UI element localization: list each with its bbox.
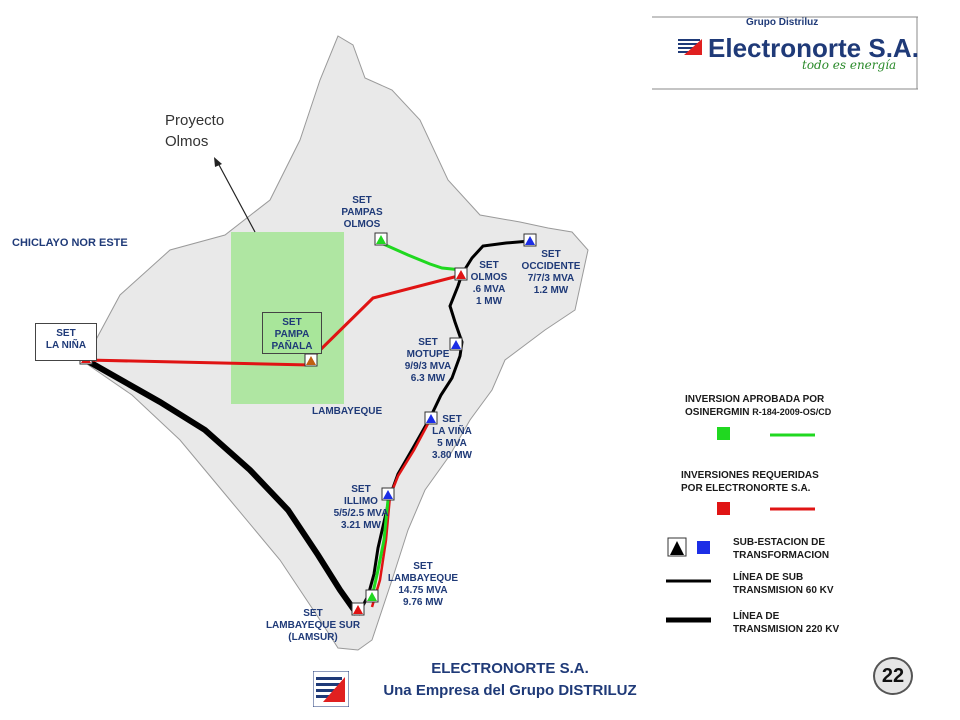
- substation-olmos-icon: [454, 267, 468, 281]
- page-number-badge: 22: [873, 657, 913, 695]
- required-line-panala-olmos: [308, 273, 463, 362]
- label-set-motupe: SET MOTUPE 9/9/3 MVA 6.3 MW: [404, 337, 452, 384]
- required-line-lanina-panala: [85, 358, 311, 367]
- logo-group-name: Grupo Distriluz: [746, 17, 819, 28]
- footer-company: ELECTRONORTE S.A.: [431, 660, 589, 677]
- arrow-head-icon: [214, 157, 222, 167]
- line-60kv: [356, 239, 531, 616]
- approved-line-pampas-olmos: [380, 241, 463, 272]
- project-label: Proyecto Olmos: [165, 112, 225, 150]
- substation-occidente-icon: [523, 233, 537, 247]
- logo-company-name: Electronorte S.A.: [708, 33, 919, 63]
- label-set-illimo: SET ILLIMO 5/5/2.5 MVA 3.21 MW: [333, 484, 389, 531]
- label-set-la-vina: SET LA VIÑA 5 MVA 3.80 MW: [431, 414, 472, 461]
- label-set-occidente: SET OCCIDENTE 7/7/3 MVA 1.2 MW: [521, 249, 581, 296]
- company-logo: Grupo Distriluz Electronorte S.A. todo e…: [652, 13, 919, 91]
- project-pointer-arrow: [217, 162, 256, 233]
- substation-lambayeque-sur-icon: [351, 602, 365, 616]
- footer-logo-icon: [313, 671, 349, 707]
- substation-pampa-panala-icon: [304, 353, 318, 367]
- legend-substation-text: SUB-ESTACION DE TRANSFORMACION: [733, 537, 830, 561]
- legend-approved-text: INVERSION APROBADA POR OSINERGMIN R-184-…: [685, 394, 832, 418]
- region-label-chiclayo: CHICLAYO NOR ESTE: [12, 237, 128, 249]
- substation-la-vina-icon: [424, 411, 438, 425]
- logo-mark-icon: [678, 37, 704, 57]
- region-label-lambayeque: LAMBAYEQUE: [312, 406, 383, 417]
- label-set-lambayeque-sur: SET LAMBAYEQUE SUR (LAMSUR): [265, 608, 361, 643]
- approved-line-south: [370, 499, 390, 598]
- logo-frame-lines: [652, 16, 918, 90]
- label-set-olmos: SET OLMOS .6 MVA 1 MW: [470, 260, 508, 307]
- label-set-lambayeque: SET LAMBAYEQUE 14.75 MVA 9.76 MW: [387, 561, 459, 608]
- label-set-pampa-panala: SET PAMPA PAÑALA: [262, 312, 322, 354]
- logo-slogan: todo es energía: [802, 58, 897, 72]
- substation-illimo-icon: [381, 487, 395, 501]
- legend-line220-text: LÍNEA DE TRANSMISION 220 KV: [733, 611, 840, 635]
- line-220kv: [84, 357, 360, 616]
- footer-group: Una Empresa del Grupo DISTRILUZ: [383, 682, 637, 699]
- legend-line60-text: LÍNEA DE SUB TRANSMISION 60 KV: [733, 572, 834, 596]
- substation-pampas-olmos-icon: [374, 232, 388, 246]
- substation-lambayeque-icon: [365, 589, 379, 603]
- legend-required-text: INVERSIONES REQUERIDAS POR ELECTRONORTE …: [681, 470, 819, 494]
- label-set-pampas-olmos: SET PAMPAS OLMOS: [341, 195, 383, 230]
- substation-motupe-icon: [449, 337, 463, 351]
- label-set-la-nina: SET LA NIÑA: [35, 323, 97, 361]
